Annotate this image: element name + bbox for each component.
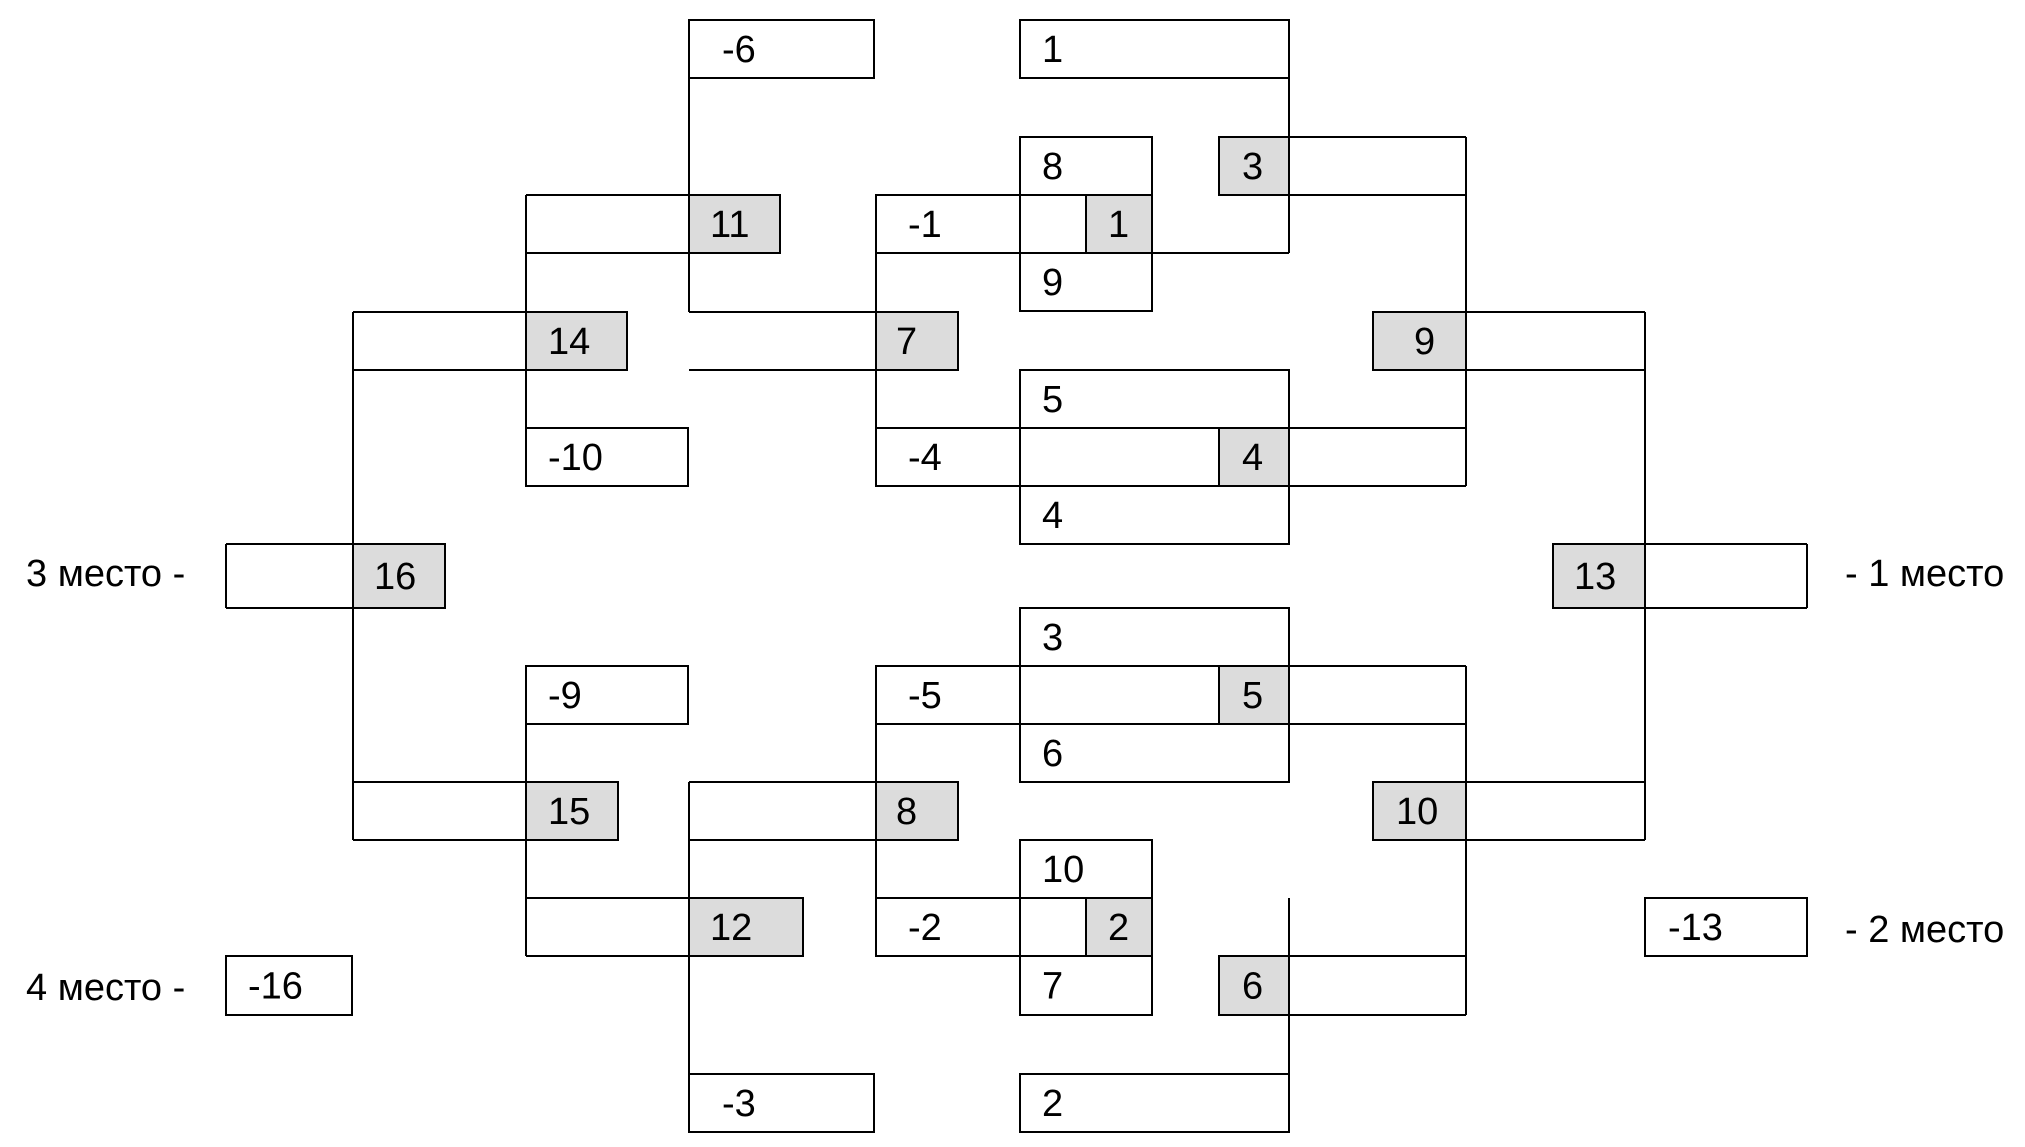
player-number: 5 (1042, 379, 1063, 421)
fourth-place-label: 4 место - (26, 967, 185, 1009)
player-number: -2 (908, 907, 942, 949)
match-cell (1218, 955, 1290, 1016)
match-number: 7 (896, 321, 917, 363)
match-number: 8 (896, 791, 917, 833)
player-cell (688, 1073, 875, 1133)
match-number: 11 (710, 204, 749, 246)
player-cell (1019, 839, 1153, 899)
player-cell (525, 665, 689, 725)
player-cell (875, 427, 1021, 487)
player-cell (1019, 252, 1153, 312)
player-cell (1019, 369, 1290, 429)
player-cell (1644, 897, 1808, 957)
player-cell (525, 427, 689, 487)
match-cell (1218, 136, 1290, 196)
player-cell (225, 955, 353, 1016)
player-cell (1019, 1073, 1290, 1133)
match-number: 13 (1574, 556, 1616, 598)
player-number: 4 (1042, 495, 1063, 537)
placement-labels: 3 место - 4 место - - 1 место - 2 место (26, 553, 2004, 1009)
player-number: 1 (1042, 29, 1063, 71)
match-cell (688, 897, 804, 957)
player-number: 2 (1042, 1083, 1063, 1125)
bracket-cells: -6 1 8 3 11 -1 1 9 14 7 9 5 -10 -4 4 4 16 13 3 -9 -5 5 6 15 8 10 1… (225, 19, 1808, 1133)
match-number: 5 (1242, 675, 1263, 717)
player-cell (875, 194, 1021, 254)
match-cell (875, 311, 959, 371)
player-number: 9 (1042, 262, 1063, 304)
match-number: 14 (548, 321, 590, 363)
player-cell (1019, 723, 1290, 783)
player-number: -3 (722, 1083, 756, 1125)
player-number: -1 (908, 204, 942, 246)
match-number: 16 (374, 556, 416, 598)
match-cell (1552, 543, 1646, 609)
player-cell (1019, 19, 1290, 79)
match-cell (1218, 427, 1290, 487)
match-cell (688, 194, 781, 254)
player-number: -16 (248, 966, 303, 1008)
player-cell (1019, 955, 1153, 1016)
player-number: 3 (1042, 617, 1063, 659)
match-cell (875, 781, 959, 841)
match-number: 1 (1108, 204, 1129, 246)
player-number: -6 (722, 29, 756, 71)
match-cell (1085, 194, 1153, 254)
match-number: 9 (1414, 321, 1435, 363)
player-cell (1019, 607, 1290, 667)
player-number: -9 (548, 675, 582, 717)
match-cell (352, 543, 446, 609)
player-number: 10 (1042, 849, 1084, 891)
player-cell (875, 897, 1021, 957)
match-cell (525, 311, 628, 371)
match-number: 4 (1242, 437, 1263, 479)
player-cell (688, 19, 875, 79)
match-cell (525, 781, 619, 841)
player-number: 8 (1042, 146, 1063, 188)
player-number: 6 (1042, 733, 1063, 775)
match-cell (1372, 311, 1467, 371)
second-place-label: - 2 место (1845, 909, 2004, 951)
player-number: -13 (1668, 907, 1723, 949)
match-number: 12 (710, 907, 752, 949)
player-number: -5 (908, 675, 942, 717)
match-number: 2 (1108, 907, 1129, 949)
player-cell (1019, 485, 1290, 545)
player-number: -10 (548, 437, 603, 479)
first-place-label: - 1 место (1845, 553, 2004, 595)
player-number: 7 (1042, 966, 1063, 1008)
match-number: 10 (1396, 791, 1438, 833)
player-cell (1019, 136, 1153, 196)
match-cell (1372, 781, 1467, 841)
match-number: 3 (1242, 146, 1263, 188)
player-cell (875, 665, 1021, 725)
third-place-label: 3 место - (26, 553, 185, 595)
match-number: 6 (1242, 966, 1263, 1008)
player-number: -4 (908, 437, 942, 479)
match-number: 15 (548, 791, 590, 833)
